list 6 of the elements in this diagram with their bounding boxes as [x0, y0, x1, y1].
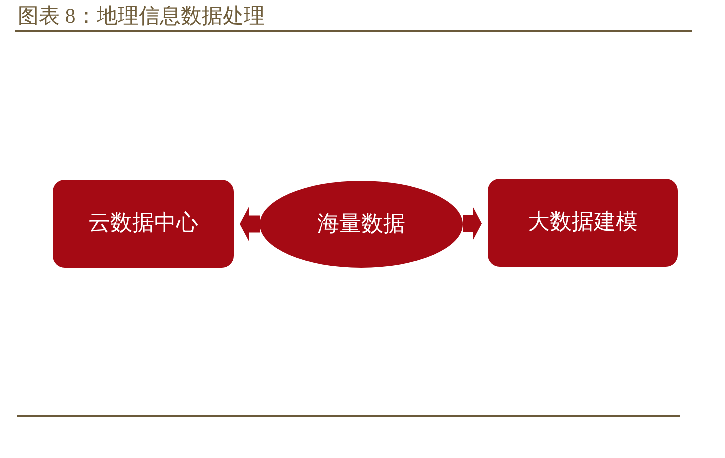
- arrow: [463, 206, 482, 241]
- arrow: [240, 207, 260, 242]
- rounded-box: 云数据中心: [53, 180, 234, 268]
- figure-title: 图表 8：地理信息数据处理: [18, 3, 265, 29]
- rounded-box: 大数据建模: [488, 179, 678, 267]
- ellipse-node: 海量数据: [260, 181, 463, 268]
